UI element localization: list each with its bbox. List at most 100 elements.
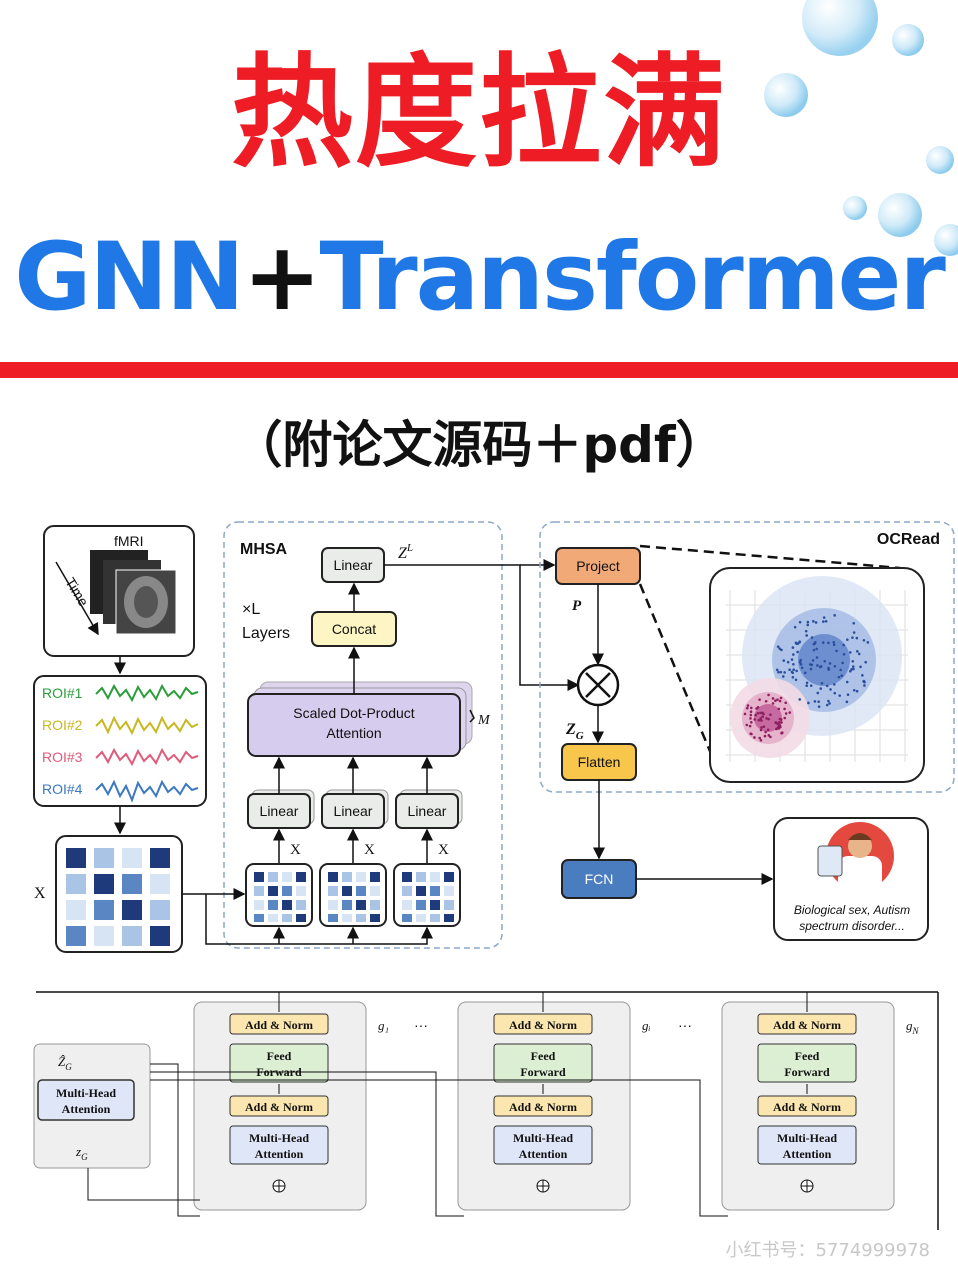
cluster-point [810, 636, 814, 639]
cluster-point [803, 671, 807, 675]
cluster-point [774, 727, 778, 731]
cluster-point [805, 634, 809, 637]
cluster-point [763, 734, 767, 738]
title-transformer: Transformer [319, 223, 945, 332]
bubbles-decoration [764, 0, 958, 256]
x-label-small: X [438, 842, 449, 858]
linear-label: Linear [334, 803, 373, 819]
title-chinese: 热度拉满 [231, 42, 727, 184]
add-norm-box [493, 1095, 593, 1117]
cluster-point [777, 725, 780, 729]
linear-top-label: Linear [334, 557, 373, 573]
cluster-point [842, 643, 845, 647]
add-norm-label: Add & Norm [509, 1100, 577, 1114]
add-norm-box [757, 1013, 857, 1035]
roi-label: ROI#1 [42, 685, 83, 701]
add-norm-box [493, 1013, 593, 1035]
cluster-point [866, 641, 870, 644]
title-plus: + [242, 223, 322, 332]
cluster-point [766, 728, 770, 732]
fcn-label: FCN [585, 871, 614, 887]
dots: ··· [414, 1017, 428, 1033]
z-l-label: ZL [398, 542, 413, 562]
cluster-point [804, 629, 808, 633]
cluster-point [825, 703, 829, 707]
cluster-point [762, 725, 766, 728]
gi-label: gᵢ [642, 1018, 651, 1033]
cluster-point [855, 689, 859, 693]
roi-signal [95, 747, 199, 767]
add-norm-label: Add & Norm [773, 1018, 841, 1032]
feed-label: Feed [531, 1049, 556, 1063]
cluster-point [799, 658, 803, 662]
cluster-point [827, 666, 830, 670]
mhsa-box [223, 521, 503, 949]
cluster-point [842, 652, 846, 656]
cluster-point [849, 669, 852, 673]
cluster-point [783, 716, 787, 720]
doctor-icon [817, 822, 894, 890]
cluster-point [827, 699, 830, 703]
cluster-point [790, 658, 794, 661]
x-label-small: X [290, 842, 301, 858]
layers-x: ×L [242, 601, 260, 618]
cluster-point [813, 700, 817, 703]
forward-label: Forward [784, 1065, 830, 1079]
cluster-point [761, 715, 764, 718]
add-norm-box [229, 1013, 329, 1035]
cluster-point [832, 640, 836, 644]
cluster-point [833, 691, 837, 695]
bubble [802, 0, 878, 56]
cluster-point [779, 670, 783, 674]
x-label-small: X [364, 842, 375, 858]
roi-label: ROI#3 [42, 749, 83, 765]
title-gnn: GNN [14, 223, 244, 332]
bubble [764, 73, 808, 117]
cluster-point [791, 671, 795, 675]
cluster-point [777, 670, 780, 674]
z-g-label: ZG [565, 721, 584, 742]
bubble [926, 146, 954, 174]
cluster-point [800, 666, 804, 670]
cluster-point [767, 717, 770, 721]
cluster-point [784, 701, 788, 705]
cluster-point [806, 620, 810, 624]
cluster-point [749, 720, 753, 724]
attention-label: Attention [519, 1147, 568, 1161]
cluster-point [795, 669, 798, 673]
cluster-point [864, 660, 867, 664]
cluster-point [818, 665, 822, 669]
cluster-point [757, 718, 761, 722]
cluster-point [848, 651, 852, 654]
time-arrow [55, 561, 99, 636]
cluster-point [784, 712, 788, 715]
cluster-point [841, 661, 844, 665]
cluster-point [851, 665, 855, 668]
cluster-point [792, 668, 795, 671]
cluster-point [762, 712, 765, 716]
cluster-point [778, 647, 782, 650]
g1-label: g₁ [378, 1018, 389, 1033]
cluster-point [767, 693, 770, 697]
multi-head-box [493, 1125, 593, 1165]
cluster-point [809, 684, 813, 687]
cluster-point [810, 663, 814, 667]
transformer-block-n: Add & Norm Feed Forward Add & Norm Multi… [721, 1001, 895, 1211]
cluster-point [753, 736, 756, 739]
flatten-label: Flatten [578, 754, 621, 770]
attention-line2: Attention [326, 725, 381, 741]
cluster-point [824, 619, 828, 623]
cluster-point [815, 656, 819, 659]
cluster-point [812, 642, 816, 646]
attention-line1: Scaled Dot-Product [293, 705, 415, 721]
bubble [878, 193, 922, 237]
ocread-label: OCRead [877, 531, 940, 548]
cluster-point [861, 674, 864, 677]
add-norm-label: Add & Norm [245, 1018, 313, 1032]
transformer-block-1: Add & Norm Feed Forward Add & Norm Multi… [193, 1001, 367, 1211]
cluster-point [838, 694, 842, 697]
cluster-point [782, 659, 786, 662]
transformer-block-i: Add & Norm Feed Forward Add & Norm Multi… [457, 1001, 631, 1211]
cluster-point [828, 662, 832, 665]
cluster-point [759, 711, 762, 715]
